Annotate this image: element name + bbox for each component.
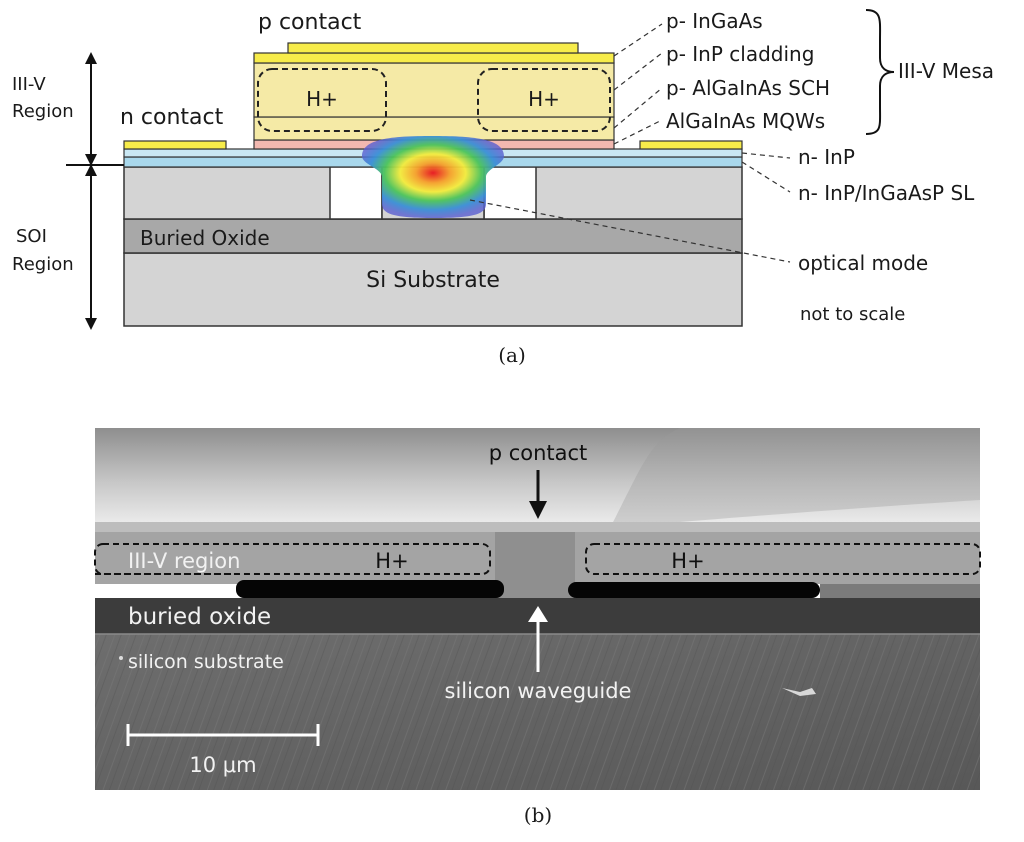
sem-iiiv-region-label: III-V region [128, 549, 240, 573]
callout-sch: p- AlGaInAs SCH [666, 76, 830, 100]
sem-implant-label-right: H+ [671, 549, 704, 573]
scale-note: not to scale [800, 304, 905, 325]
p-contact-label: p contact [258, 10, 362, 35]
panel-b: p contact III-V region H+ H+ buried oxid… [94, 428, 981, 827]
p-contact-pad [287, 42, 579, 54]
mesa-brace [865, 9, 895, 135]
panel-a: H+ H+ Buried Oxide Si Substrate p contac… [12, 9, 994, 367]
implant-region-left [257, 68, 387, 132]
si-substrate-layer [123, 252, 743, 327]
sem-buried-oxide-label: buried oxide [128, 604, 271, 630]
soi-region-label-2: Region [12, 254, 74, 275]
sem-waveguide-label: silicon waveguide [445, 679, 632, 703]
iiiv-region-label-2: Region [12, 101, 74, 122]
trench-left [329, 166, 383, 220]
implant-label-right: H+ [528, 87, 560, 111]
buried-oxide-label: Buried Oxide [140, 226, 270, 250]
iiiv-region-label-1: III-V [12, 74, 46, 95]
n-contact-label: n contact [120, 105, 224, 130]
si-substrate-label: Si Substrate [366, 268, 500, 293]
buried-oxide-layer [123, 218, 743, 254]
n-contact-right [639, 140, 743, 150]
callout-lines [469, 23, 791, 263]
callout-optical-mode: optical mode [798, 251, 928, 275]
n-contact-left [123, 140, 227, 150]
ingaas-layer [253, 52, 615, 64]
scale-bar-label: 10 μm [189, 753, 256, 777]
sem-substrate-label: silicon substrate [128, 651, 284, 673]
callout-n-inp: n- InP [798, 145, 855, 169]
callout-ingaas: p- InGaAs [666, 9, 763, 33]
callout-mqw: AlGaInAs MQWs [666, 109, 825, 133]
implant-region-right [477, 68, 611, 132]
sem-void-right [568, 582, 820, 598]
implant-label-left: H+ [306, 87, 338, 111]
callout-n-inp-sl: n- InP/InGaAsP SL [798, 181, 975, 205]
sem-implant-label-left: H+ [375, 549, 408, 573]
caption-a: (a) [498, 343, 526, 367]
trench-right [483, 166, 537, 220]
soi-region-label-1: SOI [16, 226, 47, 247]
callout-inp-cladding: p- InP cladding [666, 42, 814, 66]
sem-void-left [236, 580, 504, 598]
optical-mode [362, 136, 504, 218]
caption-b: (b) [524, 803, 552, 827]
sem-implant-right [585, 543, 981, 575]
mesa-label: III-V Mesa [898, 59, 994, 83]
sem-p-contact-label: p contact [489, 441, 588, 465]
